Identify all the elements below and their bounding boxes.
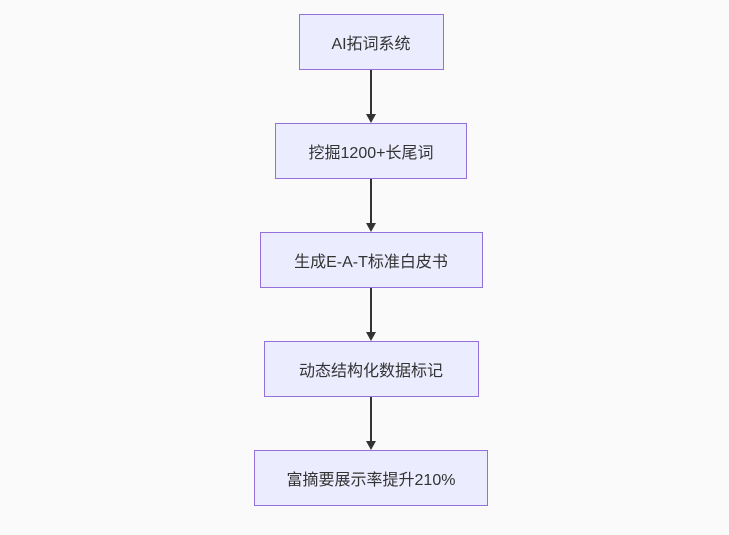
edge-line: [370, 70, 372, 114]
flow-node-structured-data-markup: 动态结构化数据标记: [263, 341, 479, 397]
arrow-down-icon: [366, 223, 376, 232]
edge-line: [370, 288, 372, 332]
arrow-down-icon: [366, 332, 376, 341]
flow-node-longtail-mining: 挖掘1200+长尾词: [275, 123, 467, 179]
arrow-down-icon: [366, 114, 376, 123]
edge-line: [370, 179, 372, 223]
edge-line: [370, 397, 372, 441]
flowchart: AI拓词系统 挖掘1200+长尾词 生成E-A-T标准白皮书 动态结构化数据标记: [254, 14, 488, 506]
flow-edge: [366, 288, 376, 341]
flow-node-label: AI拓词系统: [331, 36, 411, 53]
flow-node-rich-snippet-rate: 富摘要展示率提升210%: [254, 450, 488, 506]
flow-edge: [366, 179, 376, 232]
flow-node-label: 生成E-A-T标准白皮书: [294, 254, 448, 271]
flow-edge: [366, 397, 376, 450]
arrow-down-icon: [366, 441, 376, 450]
flow-node-label: 动态结构化数据标记: [298, 363, 443, 380]
flow-node-ai-word-expansion: AI拓词系统: [298, 14, 444, 70]
flow-node-eat-whitepaper: 生成E-A-T标准白皮书: [259, 232, 483, 288]
flow-edge: [366, 70, 376, 123]
flow-node-label: 富摘要展示率提升210%: [286, 472, 456, 489]
flow-node-label: 挖掘1200+长尾词: [308, 145, 434, 162]
